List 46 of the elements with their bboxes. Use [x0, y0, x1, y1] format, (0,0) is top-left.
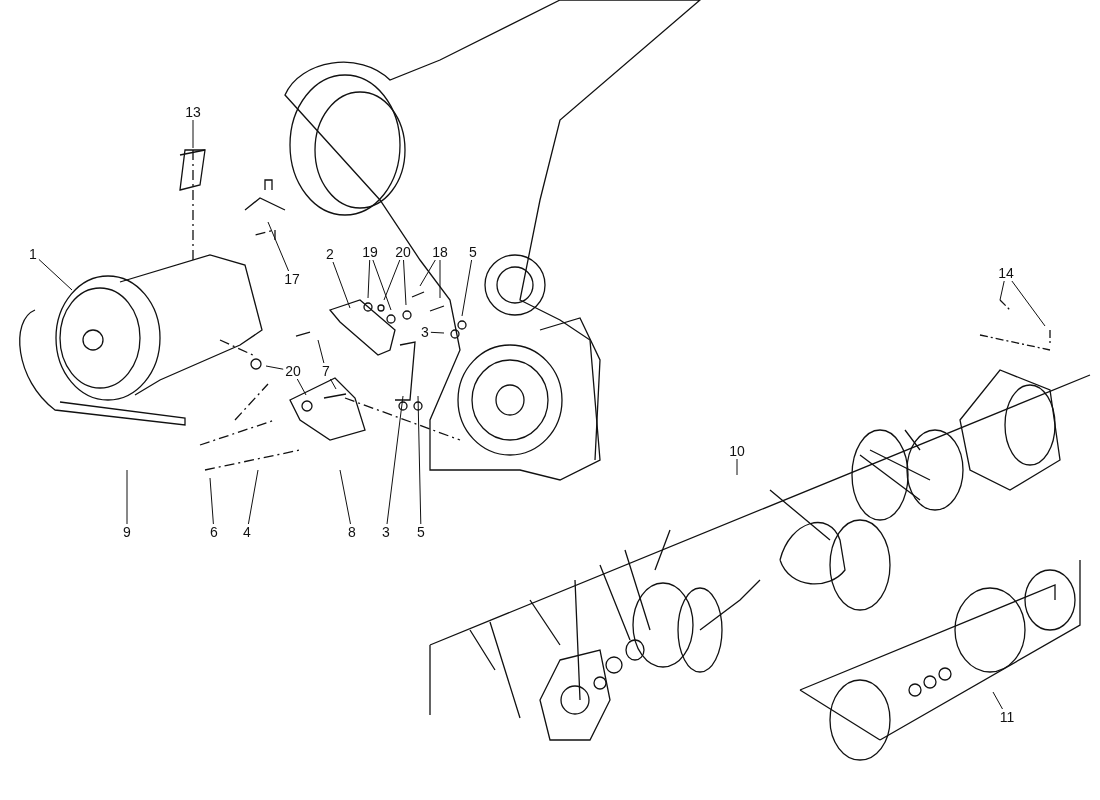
callout-number: 13	[184, 105, 202, 119]
leader-line	[209, 477, 214, 525]
callout-number: 8	[347, 525, 357, 539]
leader-line	[383, 259, 401, 301]
callout-number: 6	[209, 525, 219, 539]
callout-number: 11	[998, 710, 1016, 724]
leader-line	[999, 280, 1005, 301]
leader-line	[992, 691, 1003, 710]
leader-line	[439, 259, 441, 299]
callout-number: 14	[997, 266, 1015, 280]
callout-number: 17	[283, 272, 301, 286]
leader-line	[332, 261, 351, 309]
leader-line	[329, 378, 337, 390]
callout-number: 3	[420, 325, 430, 339]
leader-line	[265, 365, 284, 370]
callout-number: 18	[431, 245, 449, 259]
leader-line	[296, 378, 307, 396]
callout-number: 1	[28, 247, 38, 261]
callout-number: 3	[381, 525, 391, 539]
leader-line	[126, 469, 128, 525]
leader-line	[372, 259, 392, 311]
callout-number: 19	[361, 245, 379, 259]
callout-number: 10	[728, 444, 746, 458]
leader-line	[461, 259, 473, 317]
callout-number: 5	[468, 245, 478, 259]
leader-line	[267, 221, 290, 272]
callout-number: 20	[284, 364, 302, 378]
leader-line	[339, 469, 351, 525]
leader-line	[417, 395, 422, 525]
leader-line	[430, 331, 445, 334]
leader-line	[247, 469, 259, 525]
callout-number: 2	[325, 247, 335, 261]
leader-line	[736, 458, 738, 476]
callout-number: 4	[242, 525, 252, 539]
leader-line	[386, 395, 404, 525]
callout-number: 20	[394, 245, 412, 259]
leader-line	[1011, 280, 1046, 327]
leader-line	[317, 339, 325, 364]
callout-number: 5	[416, 525, 426, 539]
leader-line	[403, 259, 407, 306]
leader-line	[192, 119, 194, 149]
callout-number: 9	[122, 525, 132, 539]
leader-line	[419, 259, 436, 287]
callout-number: 7	[321, 364, 331, 378]
leader-line	[367, 259, 371, 299]
leader-line	[38, 258, 73, 291]
